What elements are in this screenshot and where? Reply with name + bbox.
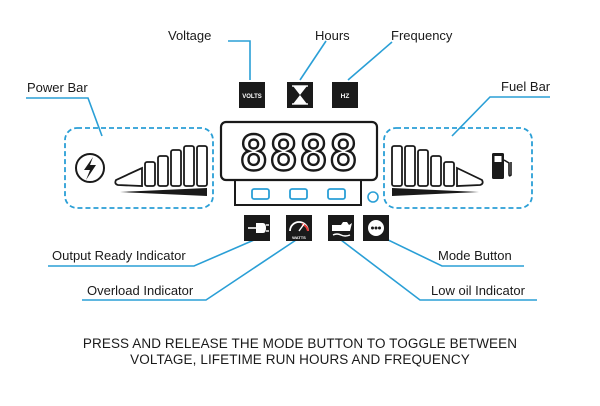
gauge-icon: WATTS bbox=[286, 215, 312, 241]
low-oil-leader bbox=[340, 239, 537, 301]
voltage-callout: Voltage bbox=[168, 28, 212, 43]
instructions-line-1: PRESS AND RELEASE THE MODE BUTTON TO TOG… bbox=[82, 336, 518, 351]
voltage-leader bbox=[228, 40, 251, 80]
lightning-icon bbox=[75, 153, 105, 183]
lcd-digit-frame bbox=[219, 120, 379, 182]
mode-indicator-dot bbox=[367, 191, 379, 203]
frequency-leader bbox=[347, 41, 393, 81]
overload-leader bbox=[82, 239, 297, 301]
oil-can-icon bbox=[328, 215, 354, 241]
instructions-line-2: VOLTAGE, LIFETIME RUN HOURS AND FREQUENC… bbox=[130, 352, 470, 367]
volts-label: VOLTS bbox=[242, 94, 262, 100]
voltage-indicator bbox=[251, 188, 270, 200]
power-bar-baseline bbox=[120, 188, 207, 196]
hours-leader bbox=[299, 40, 327, 81]
power-bar-callout: Power Bar bbox=[27, 80, 88, 95]
overload-callout: Overload Indicator bbox=[87, 283, 194, 298]
mode-button-leader bbox=[379, 235, 524, 267]
frequency-callout: Frequency bbox=[391, 28, 453, 43]
frequency-indicator bbox=[327, 188, 346, 200]
hz-label: HZ bbox=[341, 93, 350, 100]
lcd-lower-frame bbox=[234, 180, 362, 206]
power-bar-leader bbox=[26, 97, 103, 137]
low-oil-callout: Low oil Indicator bbox=[431, 283, 525, 298]
volts-icon: VOLTS bbox=[239, 82, 265, 108]
hourglass-icon bbox=[287, 82, 313, 108]
plug-icon bbox=[244, 215, 270, 241]
instructions-text: PRESS AND RELEASE THE MODE BUTTON TO TOG… bbox=[0, 336, 600, 368]
hours-callout: Hours bbox=[315, 28, 350, 43]
mode-button-callout: Mode Button bbox=[438, 248, 512, 263]
fuel-pump-icon bbox=[492, 153, 512, 179]
output-ready-leader bbox=[48, 239, 255, 267]
watts-label: WATTS bbox=[292, 235, 306, 240]
fuel-bar-leader bbox=[451, 96, 550, 137]
fuel-bar-segments bbox=[391, 145, 484, 187]
hz-icon: HZ bbox=[332, 82, 358, 108]
power-bar-panel bbox=[64, 127, 214, 209]
hours-indicator bbox=[289, 188, 308, 200]
mode-icon[interactable] bbox=[363, 215, 389, 241]
power-bar-segments bbox=[114, 145, 208, 187]
lcd-digits: 8888 bbox=[239, 126, 359, 182]
fuel-bar-baseline bbox=[392, 188, 479, 196]
output-ready-callout: Output Ready Indicator bbox=[52, 248, 186, 263]
fuel-bar-panel bbox=[383, 127, 533, 209]
fuel-bar-callout: Fuel Bar bbox=[501, 79, 551, 94]
